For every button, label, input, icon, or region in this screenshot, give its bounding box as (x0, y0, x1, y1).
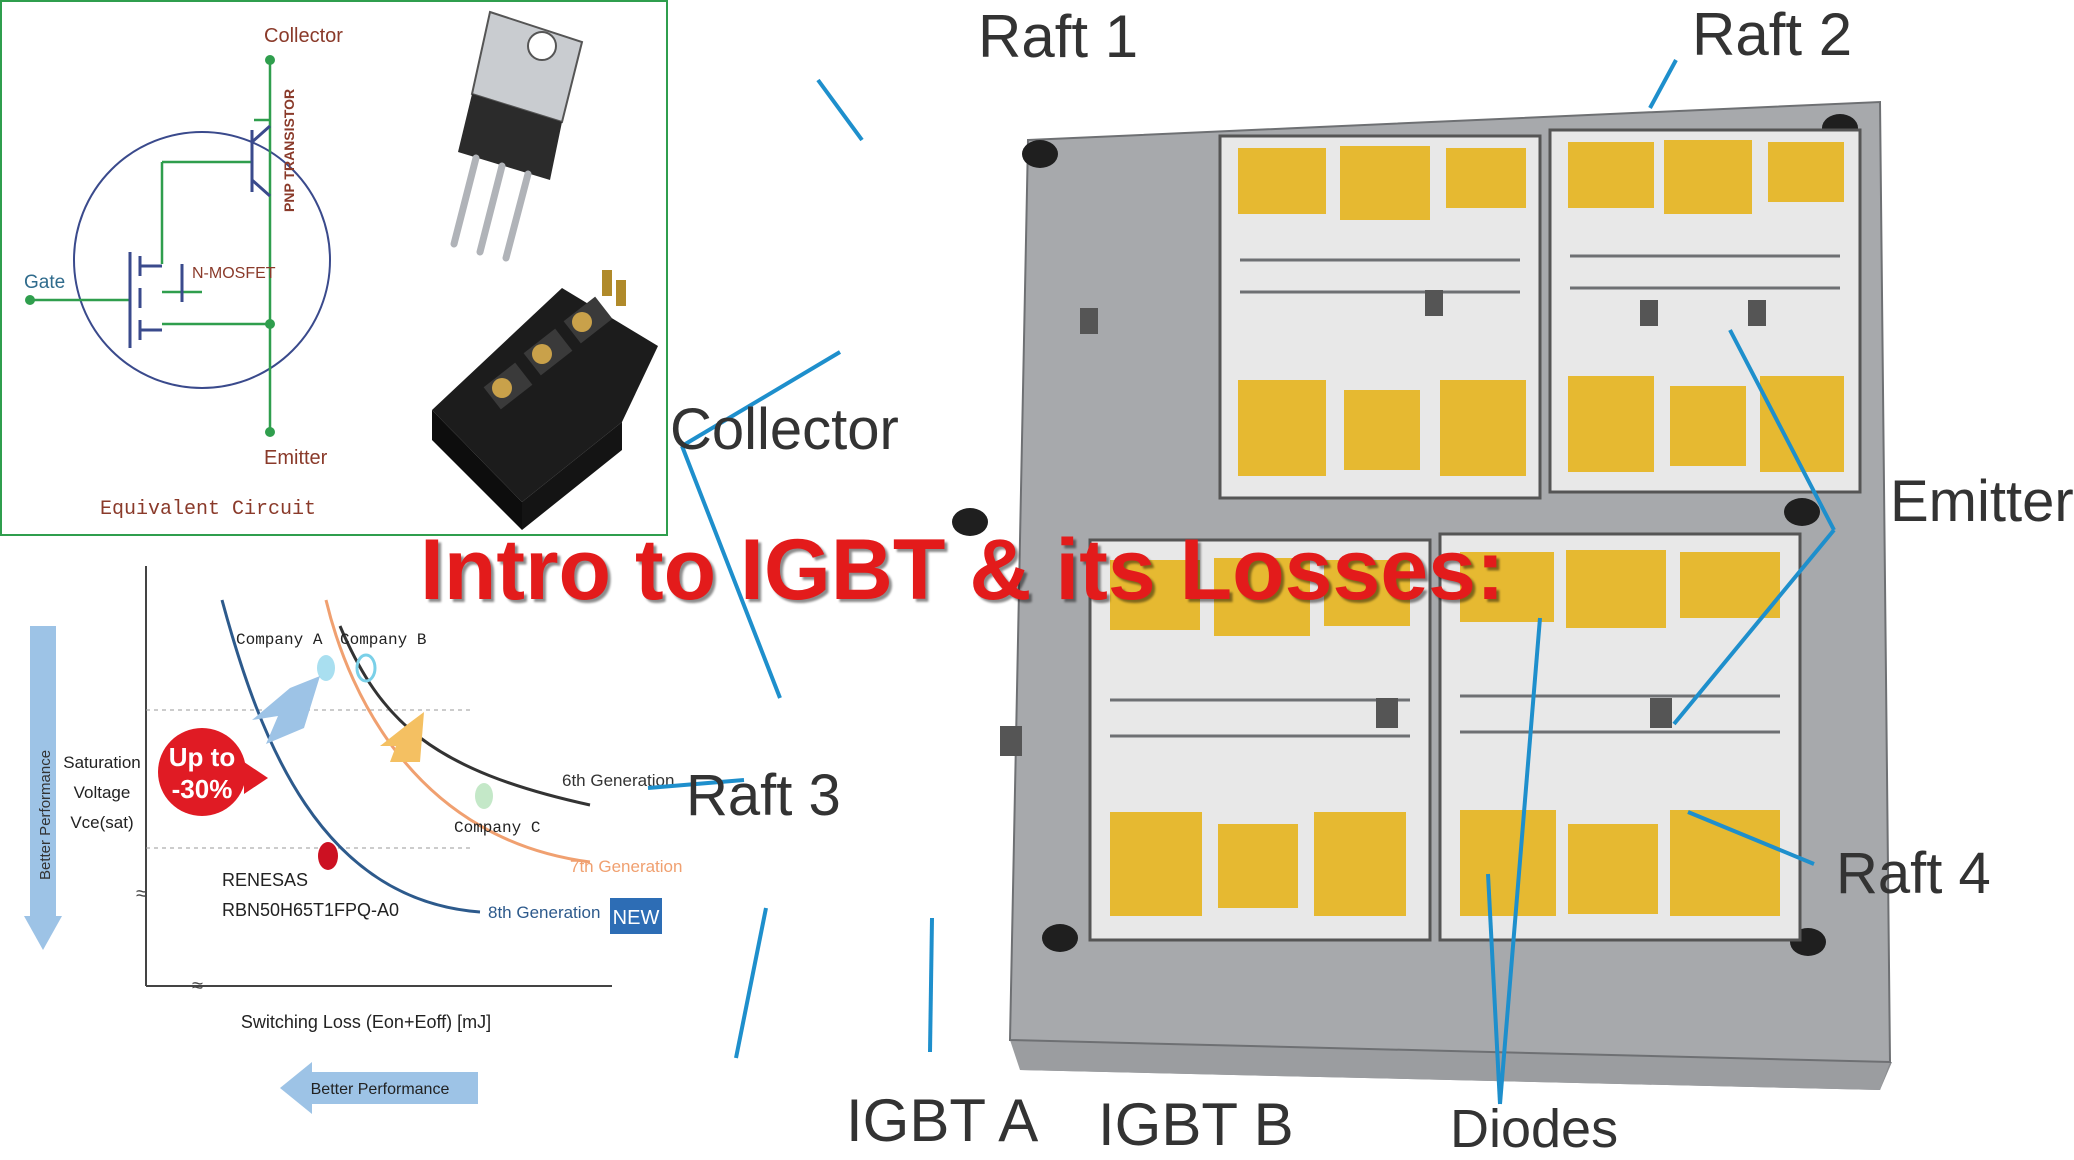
emitter-label: Emitter (264, 447, 328, 469)
igbt-module-layout-panel (640, 0, 2048, 1152)
raft-4 (1438, 532, 1802, 942)
mounting-hole (1042, 924, 1078, 952)
gen8-curve (220, 599, 481, 914)
gate-node (25, 295, 35, 305)
diodes-label: Diodes (1450, 1099, 1619, 1159)
terminal-blocks (1000, 290, 1766, 756)
emitter-callout-label: Emitter (1890, 469, 2074, 534)
vce-sat-vs-switching-loss-chart: Better Performance ≈ ≈ Up to -30% (0, 540, 682, 1152)
y-axis-label-line-1: Saturation (63, 753, 141, 772)
new-badge (610, 898, 662, 934)
page-title: Intro to IGBT & its Losses: (420, 522, 1505, 618)
gate-label: Gate (24, 272, 65, 293)
pnp-transistor-label: PNP TRANSISTOR (281, 89, 297, 212)
raft-1-label: Raft 1 (978, 3, 1139, 70)
mounting-hole (952, 508, 988, 536)
collector-label: Collector (264, 25, 343, 47)
better-performance-vertical-label: Better Performance (37, 750, 54, 880)
gen6-curve (338, 625, 591, 807)
raft-3 (1088, 538, 1432, 942)
circuit-enclosure (73, 131, 331, 389)
up-to-30-percent-badge (158, 728, 268, 816)
raft-1 (1218, 134, 1542, 500)
circuit-wires (30, 60, 272, 432)
emitter-node (265, 427, 275, 437)
company-c-label: Company C (454, 819, 540, 837)
to220-package-image (450, 10, 584, 262)
raft-3-label: Raft 3 (686, 763, 841, 828)
n-mosfet-symbol (128, 252, 184, 348)
company-a-label: Company A (236, 631, 323, 649)
company-a-marker (317, 655, 335, 681)
igbt-module-layout-diagram (647, 59, 1892, 1105)
company-b-label: Company B (340, 631, 426, 649)
pnp-transistor-symbol (250, 124, 271, 198)
new-badge-label: NEW (613, 907, 660, 929)
company-a-improvement-arrow (252, 676, 320, 744)
mounting-hole (1022, 140, 1058, 168)
y-axis-break-mark: ≈ (136, 883, 147, 905)
collector-node (265, 55, 275, 65)
raft-2 (1548, 128, 1862, 494)
busbar-traces (1110, 254, 1840, 738)
gen8-label: 8th Generation (488, 903, 600, 922)
leader-lines (647, 59, 1836, 1105)
collector-callout-label: Collector (670, 397, 899, 462)
better-performance-horizontal-arrow (280, 1062, 478, 1114)
badge-line-1: Up to (169, 742, 235, 772)
y-axis-label-line-2: Voltage (74, 783, 131, 802)
company-b-marker (355, 653, 377, 683)
x-axis-break-mark: ≈ (192, 975, 203, 997)
igbt-a-label: IGBT A (846, 1087, 1039, 1154)
renesas-label: RENESAS (222, 870, 308, 890)
y-axis-label-line-3: Vce(sat) (70, 813, 133, 832)
company-b-improvement-arrow (380, 712, 424, 762)
generation-comparison-chart: Better Performance ≈ ≈ Up to -30% (24, 566, 682, 1114)
part-number-label: RBN50H65T1FPQ-A0 (222, 900, 399, 920)
renesas-marker (318, 842, 338, 870)
igbt-module-image (432, 270, 658, 530)
badge-line-2: -30% (172, 774, 233, 804)
n-mosfet-label: N-MOSFET (192, 265, 276, 282)
mounting-hole (1784, 498, 1820, 526)
company-c-marker (475, 783, 493, 809)
chart-axes (145, 566, 612, 987)
better-performance-horizontal-label: Better Performance (311, 1081, 450, 1098)
raft-2-label: Raft 2 (1692, 1, 1853, 68)
raft-4-label: Raft 4 (1836, 841, 1991, 906)
better-performance-vertical-arrow (24, 626, 62, 950)
x-axis-label: Switching Loss (Eon+Eoff) [mJ] (241, 1012, 491, 1032)
gen6-label: 6th Generation (562, 771, 674, 790)
emitter-junction-node (265, 319, 275, 329)
gen7-label: 7th Generation (570, 857, 682, 876)
equivalent-circuit-panel: Collector Emitter Gate N-MOSFET PNP TRAN… (0, 0, 668, 536)
igbt-b-label: IGBT B (1098, 1091, 1294, 1158)
equivalent-circuit-diagram: Collector Emitter Gate N-MOSFET PNP TRAN… (24, 10, 658, 530)
equivalent-circuit-caption: Equivalent Circuit (100, 498, 316, 521)
